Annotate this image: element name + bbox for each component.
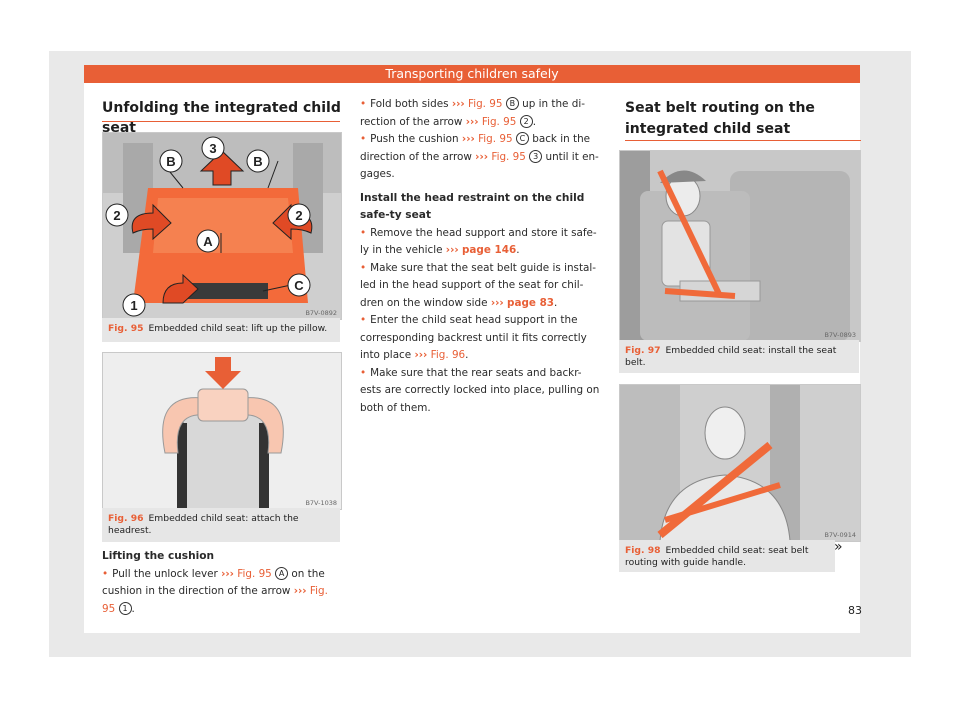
arrows-icon: ››› xyxy=(465,115,479,128)
figure-number: Fig. 95 xyxy=(108,323,144,334)
figure-code: B7V-1038 xyxy=(305,499,337,507)
fig95-label-1: 1 xyxy=(130,298,137,313)
fig95-label-2-right: 2 xyxy=(295,208,302,223)
list-item: •Enter the child seat head support in th… xyxy=(360,314,587,361)
bullet-icon: • xyxy=(360,261,367,274)
list-item: •Make sure that the seat belt guide is i… xyxy=(360,261,597,309)
bullet-icon: • xyxy=(360,366,367,379)
callout-1: 1 xyxy=(118,601,132,615)
figure-code: B7V-0892 xyxy=(305,309,337,317)
list-item: •Fold both sides ››› Fig. 95 B up in the… xyxy=(360,97,585,128)
arrows-icon: ››› xyxy=(221,567,234,580)
middle-body-text: •Fold both sides ››› Fig. 95 B up in the… xyxy=(360,96,602,417)
figure-number: Fig. 98 xyxy=(625,545,661,556)
left-body-text: Lifting the cushion •Pull the unlock lev… xyxy=(102,548,340,618)
list-item: •Remove the head support and store it sa… xyxy=(360,226,597,257)
bullet-icon: • xyxy=(360,98,367,110)
fig95-label-c: C xyxy=(294,278,304,293)
figure-number: Fig. 97 xyxy=(625,345,661,356)
callout-c: C xyxy=(515,132,529,145)
figure-link[interactable]: Fig. 95 xyxy=(467,98,503,110)
callout-a: A xyxy=(275,566,289,580)
figure-link[interactable]: Fig. 95 xyxy=(478,133,513,145)
fig95-label-3: 3 xyxy=(209,141,216,156)
arrows-icon: ››› xyxy=(461,133,475,145)
figure-96: B7V-1038 xyxy=(102,352,342,510)
bullet-icon: • xyxy=(360,314,367,326)
figure-98: B7V-0914 xyxy=(619,384,861,542)
figure-link[interactable]: Fig. 95 xyxy=(491,150,526,163)
caption-text: Embedded child seat: lift up the pillow. xyxy=(148,323,328,334)
fig95-label-b-left: B xyxy=(166,154,175,169)
arrows-icon: ››› xyxy=(293,585,307,597)
figure-link[interactable]: Fig. 95 xyxy=(237,567,272,580)
subhead-lifting-cushion: Lifting the cushion xyxy=(102,550,215,562)
title-rule xyxy=(625,140,861,141)
page-link[interactable]: page 146 xyxy=(461,244,517,256)
list-item: •Push the cushion ››› Fig. 95 C back in … xyxy=(360,132,599,180)
callout-2: 2 xyxy=(519,114,533,128)
arrows-icon: ››› xyxy=(451,98,465,110)
title-rule xyxy=(102,121,340,122)
figure-code: B7V-0893 xyxy=(824,331,856,339)
chapter-header: Transporting children safely xyxy=(84,65,860,83)
arrows-icon: ››› xyxy=(414,349,428,361)
arrows-icon: ››› xyxy=(445,244,459,256)
figure-95-caption: Fig. 95 Embedded child seat: lift up the … xyxy=(102,318,340,342)
figure-95: B 3 B 2 2 A 1 C B7V-0892 xyxy=(102,132,342,320)
figure-link[interactable]: Fig. 95 xyxy=(481,115,517,128)
figure-number: Fig. 96 xyxy=(108,513,144,524)
bullet-icon: • xyxy=(360,226,367,239)
caption-text: Embedded child seat: seat belt routing w… xyxy=(625,545,809,568)
bullet-icon: • xyxy=(102,567,109,580)
figure-link[interactable]: Fig. 96 xyxy=(430,349,466,361)
figure-97: B7V-0893 xyxy=(619,150,861,342)
callout-3: 3 xyxy=(529,149,543,163)
caption-text: Embedded child seat: attach the headrest… xyxy=(108,513,299,536)
list-item: •Pull the unlock lever ››› Fig. 95 A on … xyxy=(102,566,328,615)
subhead-head-restraint: Install the head restraint on the child … xyxy=(360,191,585,222)
page-link[interactable]: page 83 xyxy=(507,296,555,309)
fig95-label-b-right: B xyxy=(253,154,262,169)
arrows-icon: ››› xyxy=(490,296,504,309)
caption-text: Embedded child seat: install the seat be… xyxy=(625,345,837,368)
fig95-label-2-left: 2 xyxy=(113,208,120,223)
callout-b: B xyxy=(505,97,519,110)
list-item: •Make sure that the rear seats and backr… xyxy=(360,366,600,414)
figure-link[interactable]: Fig. 95 xyxy=(102,585,328,615)
fig95-label-a: A xyxy=(203,234,213,249)
arrows-icon: ››› xyxy=(475,150,489,163)
bullet-icon: • xyxy=(360,133,367,145)
page-number: 83 xyxy=(848,604,862,617)
continue-arrow-icon: » xyxy=(834,539,843,555)
section-title-belt-routing: Seat belt routing on the integrated chil… xyxy=(625,100,815,137)
figure-code: B7V-0914 xyxy=(824,531,856,539)
